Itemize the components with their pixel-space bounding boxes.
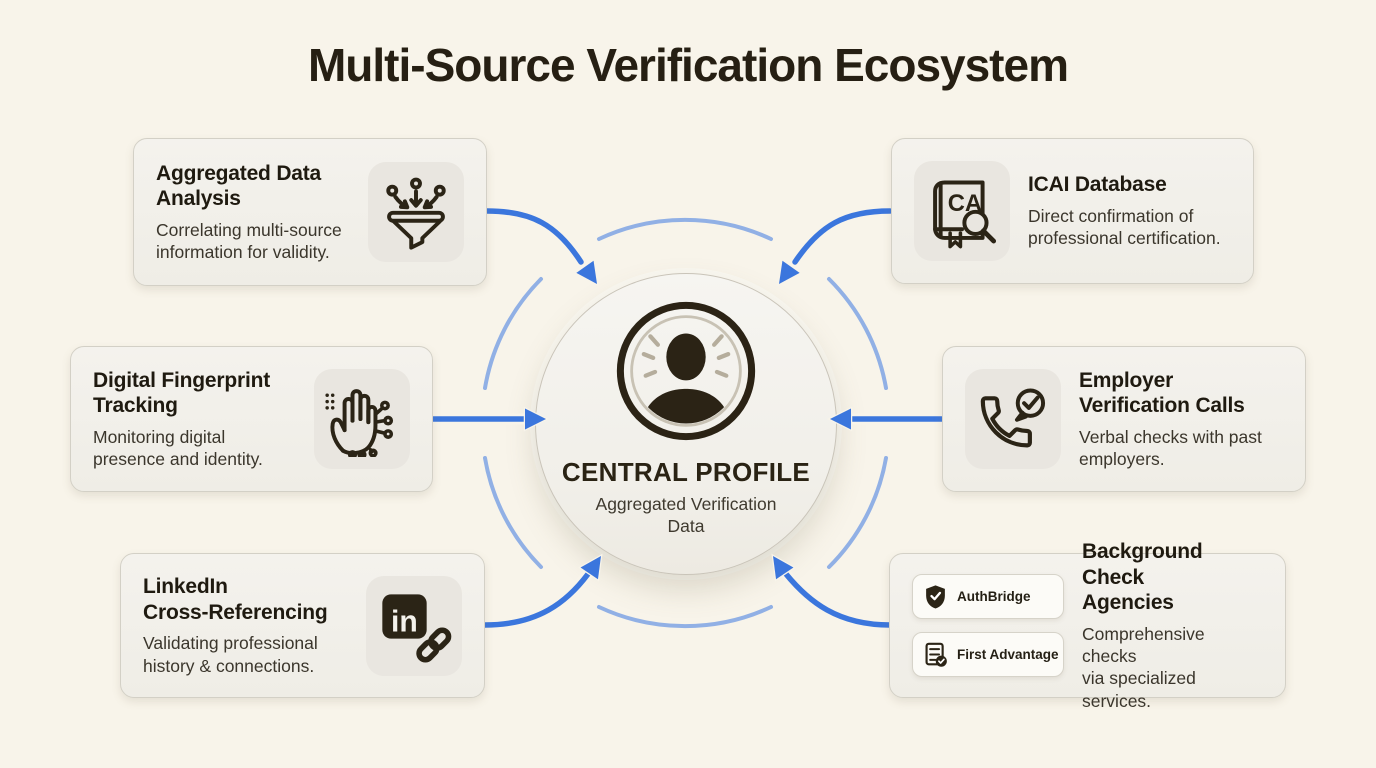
icon-tile: CA — [914, 161, 1010, 261]
card-digital-fingerprint-tracking: Digital Fingerprint Tracking Monitoring … — [70, 346, 433, 492]
badge-first-advantage: First Advantage — [912, 632, 1064, 677]
card-title: Background Check Agencies — [1082, 540, 1203, 615]
document-check-icon — [925, 642, 947, 667]
card-title: ICAI Database — [1028, 173, 1167, 197]
card-icai-database: CA ICAI Database Direct confirmation of … — [891, 138, 1254, 284]
card-title: Digital Fingerprint Tracking — [93, 368, 271, 418]
card-title: LinkedIn Cross-Referencing — [143, 575, 328, 624]
icon-tile — [368, 162, 464, 262]
badge-label: AuthBridge — [957, 589, 1031, 604]
icon-tile — [965, 369, 1061, 469]
badge-label: First Advantage — [957, 647, 1059, 662]
phone-check-icon — [980, 388, 1046, 448]
icon-tile — [314, 369, 410, 469]
agency-badges: AuthBridge First Advantage — [912, 574, 1064, 677]
card-desc: Validating professional history & connec… — [143, 633, 318, 676]
card-title: Employer Verification Calls — [1079, 368, 1245, 418]
central-profile-title: CENTRAL PROFILE — [561, 457, 811, 487]
card-desc: Verbal checks with past employers. — [1079, 426, 1262, 470]
card-aggregated-data-analysis: Aggregated Data Analysis Correlating mul… — [133, 138, 487, 286]
icon-tile: in — [366, 575, 462, 676]
linkedin-chain-icon: in — [382, 593, 452, 663]
badge-authbridge: AuthBridge — [912, 574, 1064, 619]
card-employer-verification-calls: Employer Verification Calls Verbal check… — [942, 346, 1306, 492]
person-avatar-icon — [616, 301, 756, 441]
card-desc: Correlating multi-source information for… — [156, 219, 342, 263]
central-profile-subtitle: Aggregated Verification Data — [595, 494, 777, 537]
card-linkedin-cross-referencing: LinkedIn Cross-Referencing Validating pr… — [120, 553, 485, 698]
central-profile-circle: CENTRAL PROFILE Aggregated Verification … — [535, 273, 837, 575]
avatar-rays — [641, 334, 731, 378]
funnel-icon — [386, 177, 446, 250]
page-title: Multi-Source Verification Ecosystem — [307, 39, 1069, 91]
card-desc: Comprehensive checks via specialized ser… — [1082, 623, 1205, 711]
book-ca-magnifier-icon: CA — [933, 180, 997, 249]
card-desc: Monitoring digital presence and identity… — [93, 426, 263, 470]
card-background-check-agencies: AuthBridge First Advantage Background Ch… — [889, 540, 1286, 711]
shield-check-icon — [926, 585, 945, 609]
card-title: Aggregated Data Analysis — [156, 161, 322, 211]
hand-circuit-icon — [325, 389, 394, 457]
svg-text:in: in — [391, 605, 418, 638]
card-desc: Direct confirmation of professional cert… — [1028, 206, 1221, 249]
